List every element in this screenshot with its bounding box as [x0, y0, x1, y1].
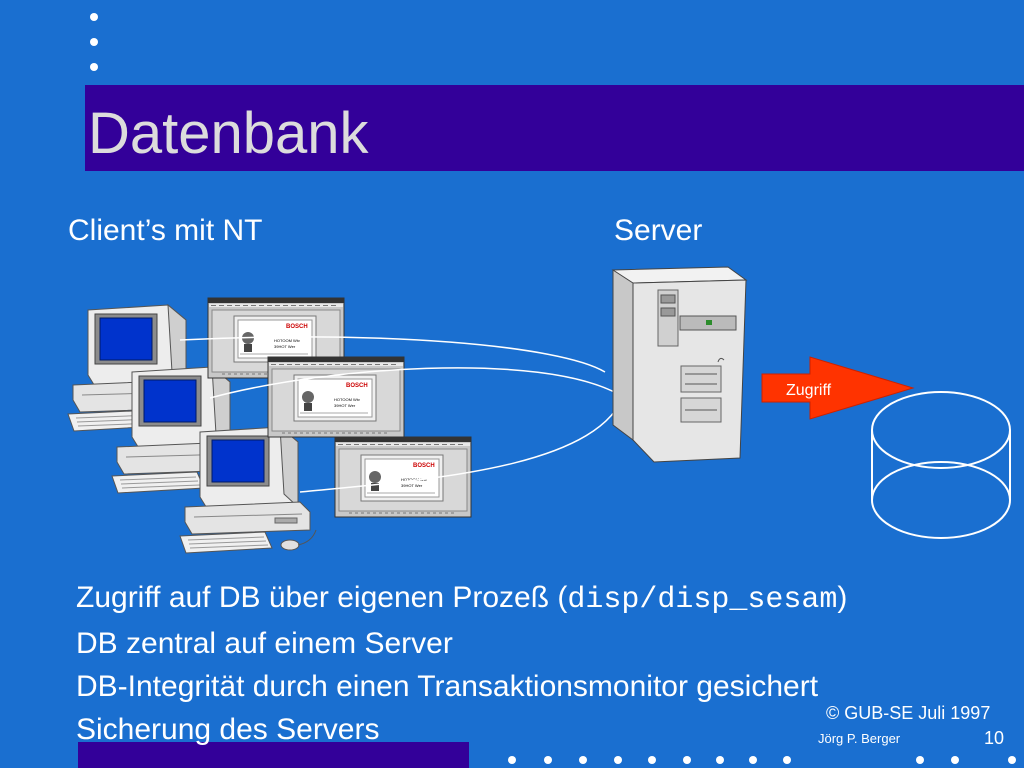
window-line: 39HOT Wer	[334, 403, 356, 408]
title-band	[85, 85, 1024, 171]
access-label: Zugriff	[786, 382, 832, 399]
window-line: 39HOT Wer	[274, 344, 296, 349]
code-text: disp/disp_sesam	[567, 583, 838, 617]
footer-dots	[508, 756, 1016, 764]
bullet-dot	[90, 38, 98, 46]
connection-line	[299, 391, 626, 493]
bullet-dot	[90, 63, 98, 71]
client-window: BOSCH HOTOOM Wtv 39HOT Wer	[334, 436, 472, 518]
window-brand: BOSCH	[413, 463, 435, 469]
window-line: HOTOOM Wtv	[334, 397, 360, 402]
server-tower	[611, 266, 748, 463]
window-line: HOTOOM Wtv	[274, 338, 300, 343]
connection-line	[179, 336, 606, 373]
server-label: Server	[614, 214, 703, 247]
bullet-item: Zugriff auf DB über eigenen Prozeß (disp…	[76, 581, 848, 617]
window-line: 39HOT Wer	[401, 483, 423, 488]
bullet-list: Zugriff auf DB über eigenen Prozeß (disp…	[76, 576, 847, 751]
window-brand: BOSCH	[286, 324, 308, 330]
bullet-item: DB zentral auf einem Server	[76, 627, 453, 660]
slide-title: Datenbank	[88, 101, 369, 166]
copyright-text: © GUB-SE Juli 1997	[826, 703, 991, 723]
window-line: HOTOOM Wtv	[401, 477, 427, 482]
access-arrow	[761, 356, 915, 420]
window-brand: BOSCH	[346, 383, 368, 389]
page-number: 10	[984, 728, 1005, 748]
clients-label: Client’s mit NT	[68, 214, 263, 247]
client-window: BOSCH HOTOOM Wtv 39HOT Wer	[267, 356, 405, 438]
bullet-item: DB-Integrität durch einen Transaktionsmo…	[76, 670, 819, 703]
bullet-dot	[90, 13, 98, 21]
connection-line	[209, 367, 621, 399]
author-text: Jörg P. Berger	[818, 731, 901, 746]
mouse-icon	[280, 539, 300, 551]
bullet-item: Sicherung des Servers	[76, 713, 380, 746]
client-window: BOSCH HOTOOM Wtv 39HOT Wer	[207, 297, 345, 379]
footer-band	[78, 742, 469, 768]
database-icon	[871, 391, 1011, 539]
client-computer	[179, 426, 311, 554]
